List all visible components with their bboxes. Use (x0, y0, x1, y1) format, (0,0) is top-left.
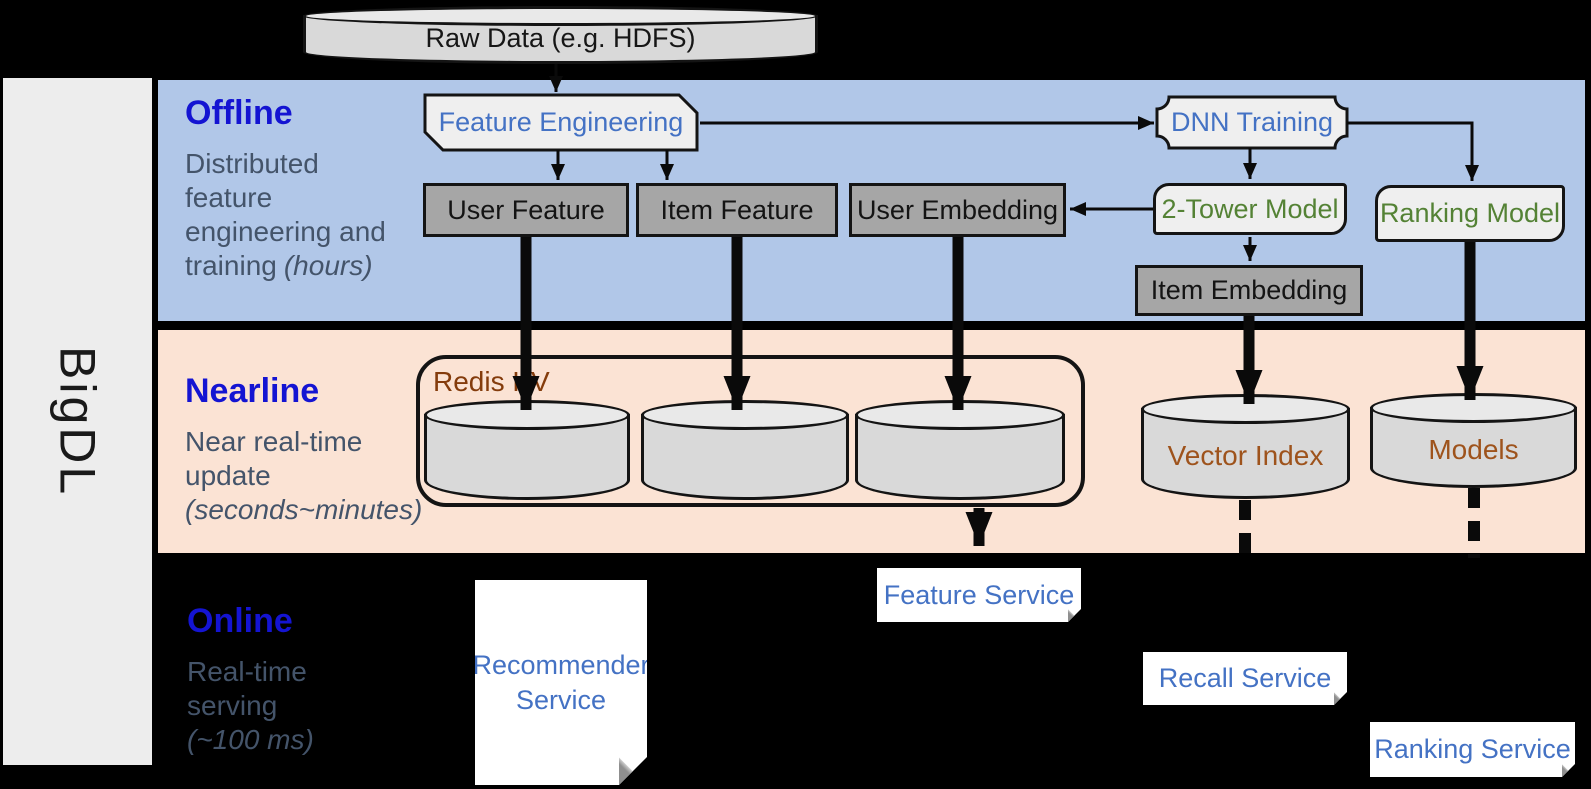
offline-title: Offline (185, 94, 293, 132)
dnn-training-shape (1155, 95, 1349, 150)
item-embedding-box: Item Embedding (1135, 265, 1363, 316)
feature-engineering-node: Feature Engineering (425, 95, 697, 150)
bigdl-sidebar: BigDL (3, 78, 152, 765)
user-embedding-label: User Embedding (856, 194, 1059, 225)
two-tower-model-box: 2-Tower Model (1153, 183, 1347, 235)
raw-data-label: Raw Data (e.g. HDFS) (425, 22, 696, 53)
dnn-training-label: DNN Training (1170, 107, 1334, 137)
feature-service-doc: Feature Service (877, 568, 1081, 622)
raw-data-store: Raw Data (e.g. HDFS) (303, 6, 818, 64)
ranking-model-box: Ranking Model (1375, 185, 1565, 242)
recall-service-label: Recall Service (1158, 663, 1332, 693)
user-feature-label: User Feature (447, 194, 605, 225)
redis-shard-cylinder (855, 400, 1065, 500)
models-store: Models (1370, 393, 1577, 488)
vector-index-store: Vector Index (1141, 394, 1350, 499)
redis-kv-container (416, 355, 1085, 507)
ranking-service-label: Ranking Service (1374, 734, 1571, 764)
arrow-dnn-to-ranking-model (1347, 121, 1479, 181)
models-label: Models (1428, 433, 1519, 465)
item-feature-label: Item Feature (660, 194, 814, 225)
ranking-model-label: Ranking Model (1379, 198, 1561, 228)
recommender-service-label: Recommender Service (472, 649, 650, 715)
ranking-service-doc: Ranking Service (1370, 722, 1575, 777)
online-section-label: Online Real-time serving (~100 ms) (187, 602, 314, 757)
feature-service-label: Feature Service (883, 579, 1075, 610)
nearline-title: Nearline (185, 372, 320, 410)
redis-shard-cylinder (641, 400, 849, 500)
user-feature-box: User Feature (423, 183, 629, 237)
online-description: Real-time serving (~100 ms) (187, 656, 314, 755)
online-title: Online (187, 602, 293, 640)
cylinder-top (303, 6, 818, 26)
two-tower-model-label: 2-Tower Model (1161, 193, 1339, 224)
feature-engineering-label: Feature Engineering (438, 107, 684, 137)
recall-service-doc: Recall Service (1143, 652, 1347, 705)
item-embedding-label: Item Embedding (1150, 275, 1348, 305)
bigdl-logo-text: BigDL (49, 345, 106, 498)
feature-engineering-shape (423, 93, 699, 152)
offline-section-label: Offline Distributed feature engineering … (185, 94, 386, 283)
nearline-description: Near real-time update (seconds~minutes) (185, 426, 423, 525)
user-embedding-box: User Embedding (849, 183, 1066, 237)
dnn-training-node: DNN Training (1157, 97, 1347, 148)
cylinder-body (855, 414, 1065, 500)
vector-index-label: Vector Index (1167, 439, 1324, 471)
recommender-service-doc: Recommender Service (475, 580, 647, 785)
nearline-section-label: Nearline Near real-time update (seconds~… (185, 372, 422, 527)
item-feature-box: Item Feature (636, 183, 838, 237)
offline-description: Distributed feature engineering and trai… (185, 148, 386, 281)
